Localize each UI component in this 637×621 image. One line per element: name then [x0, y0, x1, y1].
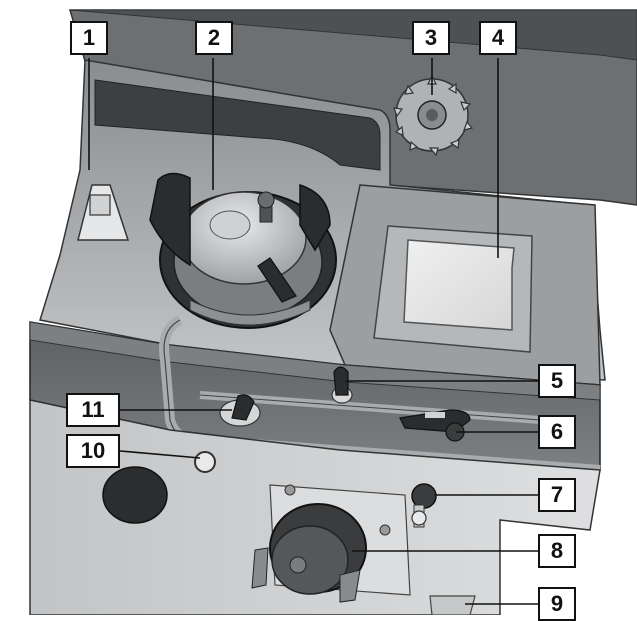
callout-11: 11 [66, 393, 120, 427]
callout-3: 3 [412, 21, 450, 55]
loading-unit-icon [149, 172, 337, 329]
callout-1: 1 [70, 21, 108, 55]
callout-8: 8 [538, 534, 576, 568]
recess-bar [94, 79, 381, 171]
handle-lever-icon [399, 409, 471, 442]
callout-9: 9 [538, 587, 576, 621]
callout-5: 5 [538, 364, 576, 398]
foot-bracket [429, 595, 476, 615]
lever-icon [331, 366, 353, 404]
round-fitting [194, 451, 216, 473]
cap-icon [411, 483, 437, 528]
callout-10: 10 [66, 434, 120, 468]
leader-lines [88, 58, 538, 605]
callout-4: 4 [479, 21, 517, 55]
valve-lever-icon [219, 394, 261, 427]
display-screen [403, 239, 515, 331]
dispenser-icon [77, 184, 130, 241]
quick-coupler-icon [251, 503, 367, 603]
callout-6: 6 [538, 415, 576, 449]
callout-2: 2 [195, 21, 233, 55]
callout-7: 7 [538, 478, 576, 512]
porthole [102, 466, 168, 524]
